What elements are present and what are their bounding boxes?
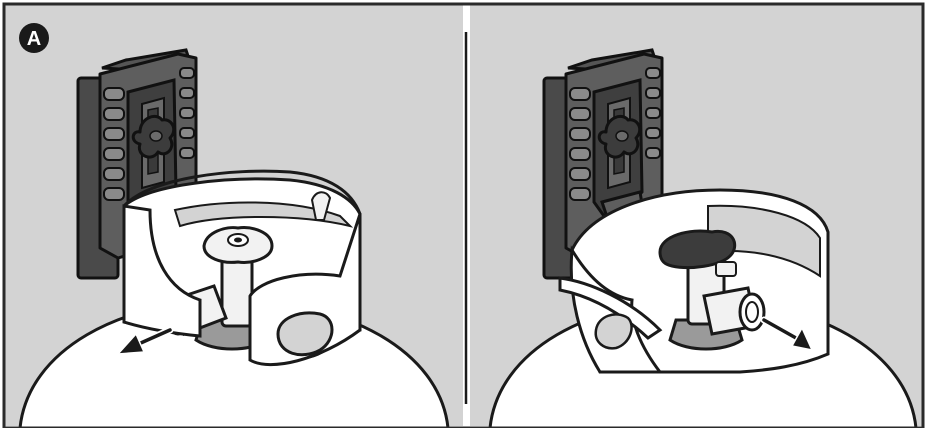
left-panel <box>5 5 463 428</box>
badge-label: A <box>27 28 41 50</box>
collar-handle-hole-front <box>278 313 332 355</box>
circle-badge: A <box>19 23 49 53</box>
collar-handle-hole <box>596 314 632 348</box>
right-panel <box>470 5 922 428</box>
